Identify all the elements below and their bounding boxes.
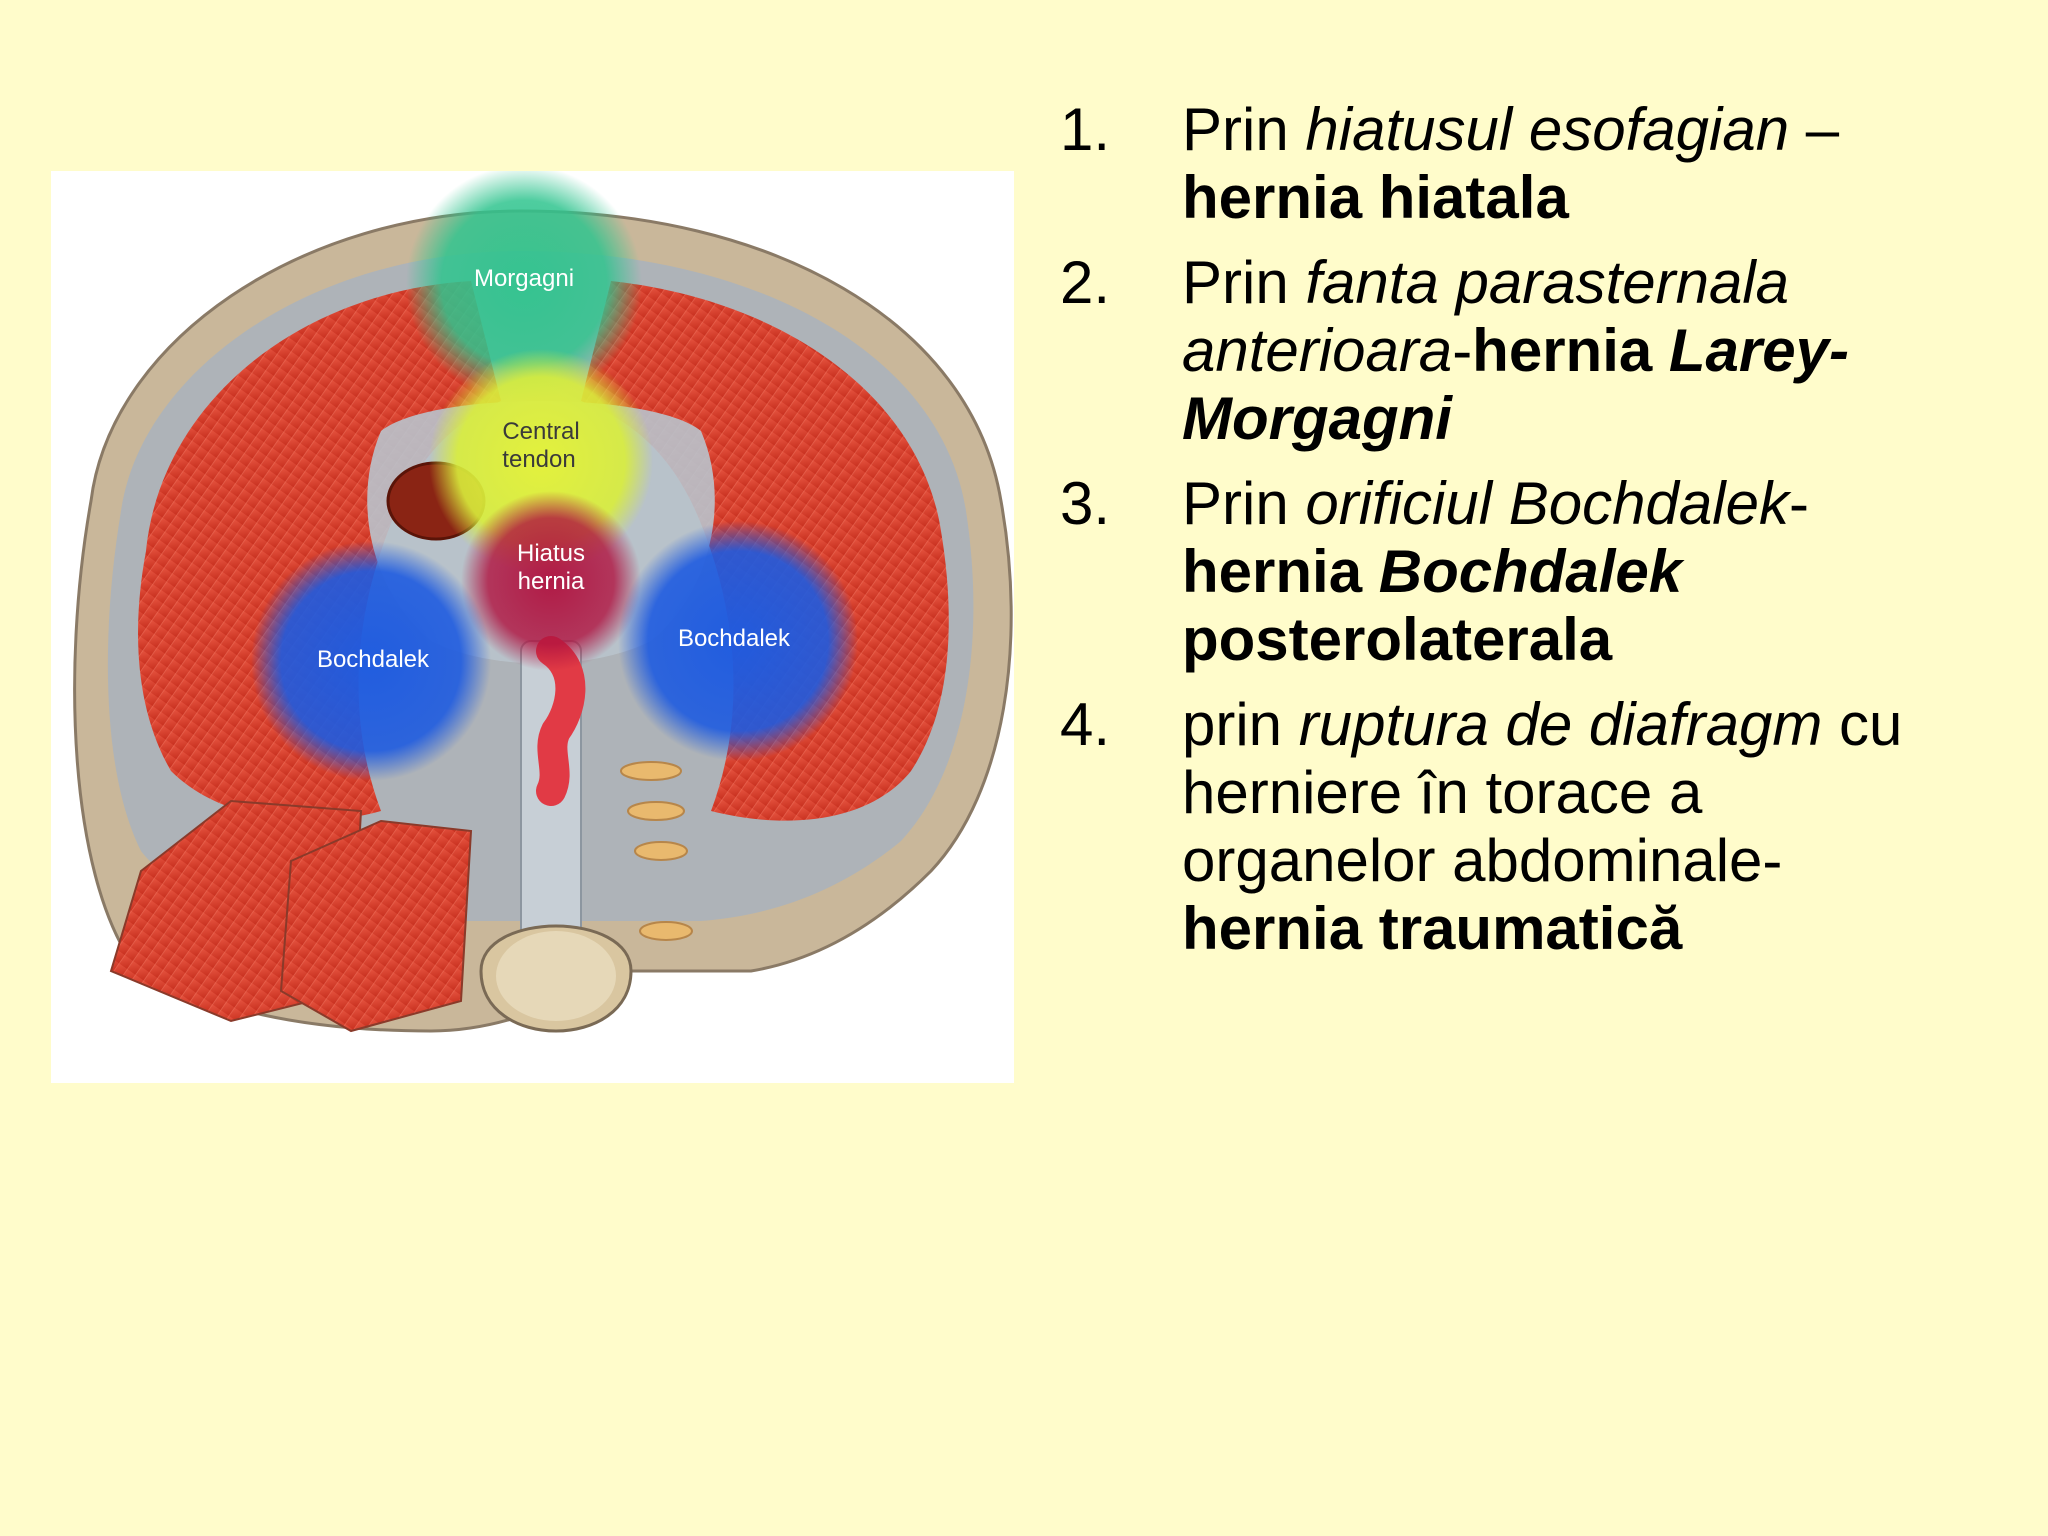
list-item: 3. Prin orificiul Bochdalek- hernia Boch… bbox=[1060, 470, 2020, 674]
hiatus-zone bbox=[461, 491, 641, 671]
label-central-tendon-line2: tendon bbox=[502, 446, 575, 473]
label-central-tendon-line1: Central bbox=[502, 418, 579, 445]
list-text: organelor abdominale- bbox=[1182, 827, 1783, 894]
list-text: Prin bbox=[1182, 470, 1306, 537]
list-text-italic: hiatusul esofagian bbox=[1305, 96, 1790, 163]
list-item: 4. prin ruptura de diafragm cu herniere … bbox=[1060, 691, 2020, 963]
list-text-bold-italic: Larey- bbox=[1668, 317, 1849, 384]
label-hiatus-line1: Hiatus bbox=[517, 540, 585, 567]
list-item: 1. Prin hiatusul esofagian – hernia hiat… bbox=[1060, 96, 2020, 232]
bochdalek-left-zone bbox=[251, 541, 491, 781]
list-number: 3. bbox=[1060, 470, 1111, 537]
list-text-bold: hernia hiatala bbox=[1182, 164, 1569, 231]
list-text: – bbox=[1789, 96, 1840, 163]
list-number: 1. bbox=[1060, 96, 1111, 163]
morgagni-zone bbox=[406, 171, 642, 401]
label-morgagni: Morgagni bbox=[474, 265, 574, 292]
aorta bbox=[536, 636, 586, 806]
list-text: - bbox=[1788, 470, 1809, 537]
hernia-types-list: 1. Prin hiatusul esofagian – hernia hiat… bbox=[1060, 96, 2020, 980]
list-text-italic: anterioara bbox=[1182, 317, 1453, 384]
lower-muscles bbox=[109, 799, 473, 1033]
list-text-bold: hernia bbox=[1182, 538, 1379, 605]
list-text: Prin bbox=[1182, 249, 1306, 316]
list-text-italic: fanta parasternala bbox=[1305, 249, 1790, 316]
list-text: Prin bbox=[1182, 96, 1306, 163]
list-text-bold-italic: Bochdalek bbox=[1378, 538, 1683, 605]
list-text-italic: orificiul Bochdalek bbox=[1305, 470, 1789, 537]
list-text-bold: posterolaterala bbox=[1182, 606, 1613, 673]
list-text-bold: hernia traumatică bbox=[1182, 895, 1683, 962]
list-text-bold: hernia bbox=[1472, 317, 1669, 384]
label-bochdalek-left: Bochdalek bbox=[317, 646, 430, 673]
list-text: - bbox=[1452, 317, 1473, 384]
list-text: herniere în torace a bbox=[1182, 759, 1703, 826]
bochdalek-right-zone bbox=[618, 521, 858, 761]
list-text: cu bbox=[1822, 691, 1903, 758]
label-bochdalek-right: Bochdalek bbox=[678, 625, 791, 652]
diaphragm-illustration: Morgagni Central tendon Hiatus hernia Bo… bbox=[51, 171, 1014, 1083]
list-text-italic: ruptura de diafragm bbox=[1298, 691, 1823, 758]
list-text-bold-italic: Morgagni bbox=[1182, 385, 1452, 452]
list-item: 2. Prin fanta parasternala anterioara-he… bbox=[1060, 249, 2020, 453]
list-number: 4. bbox=[1060, 691, 1111, 758]
list-text: prin bbox=[1182, 691, 1299, 758]
label-hiatus-line2: hernia bbox=[518, 568, 585, 595]
list-number: 2. bbox=[1060, 249, 1111, 316]
